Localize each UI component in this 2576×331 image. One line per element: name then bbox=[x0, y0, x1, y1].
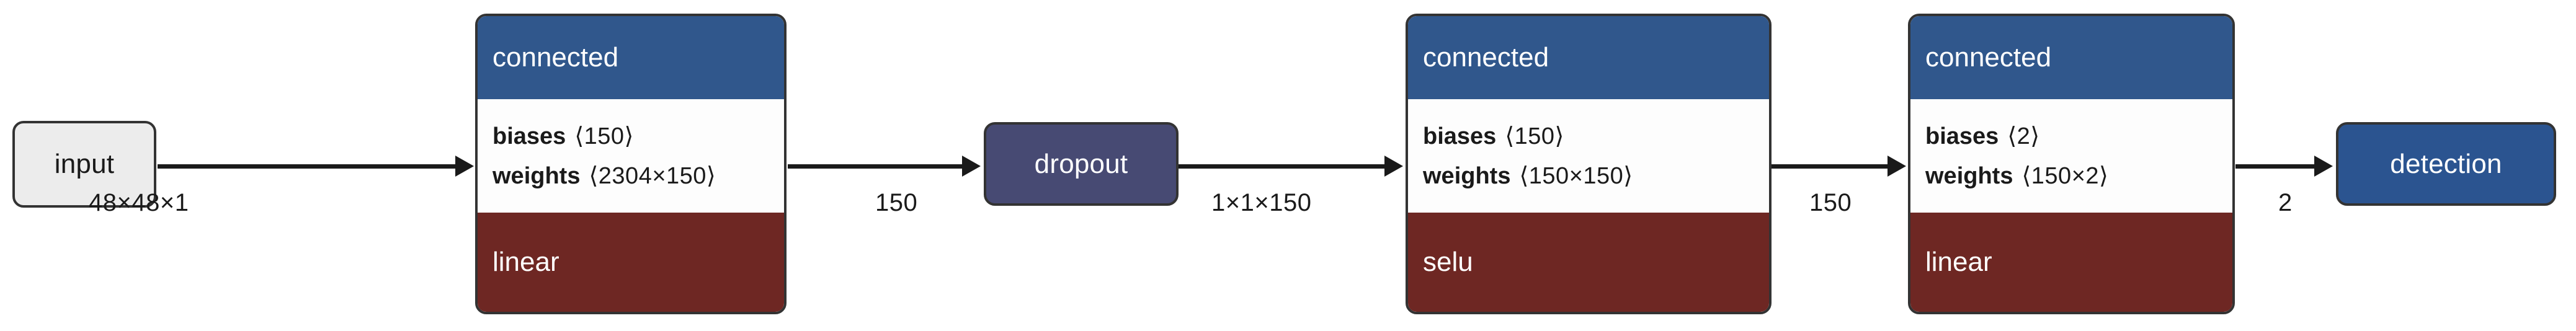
edge-label-input-to-connected-1: 48×48×1 bbox=[89, 189, 189, 216]
node-detection-label: detection bbox=[2390, 148, 2502, 179]
param-value: ⟨150⟩ bbox=[574, 123, 634, 149]
node-connected-3-header: connected bbox=[1910, 16, 2232, 99]
param-key: biases bbox=[492, 123, 566, 149]
node-connected-3[interactable]: connected biases ⟨2⟩ weights ⟨150×2⟩ linea… bbox=[1908, 14, 2235, 314]
node-dropout[interactable]: dropout bbox=[984, 122, 1179, 206]
edge-connected-3-to-detection bbox=[2235, 164, 2329, 169]
node-dropout-label: dropout bbox=[1034, 148, 1128, 179]
param-value: ⟨150⟩ bbox=[1505, 123, 1564, 149]
param-key: weights bbox=[492, 162, 581, 189]
edge-dropout-to-connected-2 bbox=[1179, 164, 1399, 169]
node-connected-1-header: connected bbox=[478, 16, 784, 99]
node-connected-2[interactable]: connected biases ⟨150⟩ weights ⟨150×150⟩ s… bbox=[1406, 14, 1772, 314]
node-connected-2-params: biases ⟨150⟩ weights ⟨150×150⟩ bbox=[1408, 99, 1769, 213]
param-row: weights ⟨2304×150⟩ bbox=[492, 164, 769, 188]
param-key: biases bbox=[1925, 123, 1999, 149]
arrow-head-icon-input-to-connected-1 bbox=[455, 156, 474, 177]
edge-label-connected-1-to-dropout: 150 bbox=[875, 189, 918, 216]
param-row: biases ⟨2⟩ bbox=[1925, 125, 2217, 148]
edge-input-to-connected-1 bbox=[158, 164, 468, 169]
param-row: biases ⟨150⟩ bbox=[1423, 125, 1754, 148]
node-detection[interactable]: detection bbox=[2336, 122, 2556, 206]
node-connected-2-header: connected bbox=[1408, 16, 1769, 99]
param-key: weights bbox=[1925, 162, 2013, 189]
arrow-head-icon-connected-1-to-dropout bbox=[962, 156, 981, 177]
param-value: ⟨2⟩ bbox=[2007, 123, 2040, 149]
node-input[interactable]: input bbox=[12, 121, 156, 208]
node-connected-1[interactable]: connected biases⟨150⟩ weights⟨2304×150⟩ … bbox=[475, 14, 787, 314]
param-row: weights ⟨150×150⟩ bbox=[1423, 164, 1754, 188]
param-row: biases ⟨150⟩ bbox=[492, 125, 769, 148]
node-connected-3-params: biases ⟨2⟩ weights ⟨150×2⟩ bbox=[1910, 99, 2232, 213]
param-value: ⟨150×150⟩ bbox=[1519, 162, 1633, 189]
arrow-head-icon-connected-3-to-detection bbox=[2314, 156, 2333, 177]
param-value: ⟨2304×150⟩ bbox=[589, 162, 716, 189]
node-connected-2-activation: selu bbox=[1408, 213, 1769, 312]
node-connected-1-activation: linear bbox=[478, 213, 784, 312]
param-value: ⟨150×2⟩ bbox=[2021, 162, 2109, 189]
edge-label-connected-3-to-detection: 2 bbox=[2278, 189, 2293, 216]
edge-label-connected-2-to-connected-3: 150 bbox=[1809, 189, 1852, 216]
node-connected-3-activation: linear bbox=[1910, 213, 2232, 312]
param-key: biases bbox=[1423, 123, 1497, 149]
edge-label-dropout-to-connected-2: 1×1×150 bbox=[1211, 189, 1312, 216]
param-row: weights ⟨150×2⟩ bbox=[1925, 164, 2217, 188]
node-input-label: input bbox=[54, 149, 115, 179]
node-connected-1-params: biases ⟨150⟩ weights ⟨2304×150⟩ bbox=[478, 99, 784, 213]
param-key: weights bbox=[1423, 162, 1511, 189]
edge-connected-1-to-dropout bbox=[788, 164, 965, 169]
arrow-head-icon-connected-2-to-connected-3 bbox=[1887, 156, 1906, 177]
edge-connected-2-to-connected-3 bbox=[1772, 164, 1902, 169]
arrow-head-icon-dropout-to-connected-2 bbox=[1384, 156, 1403, 177]
